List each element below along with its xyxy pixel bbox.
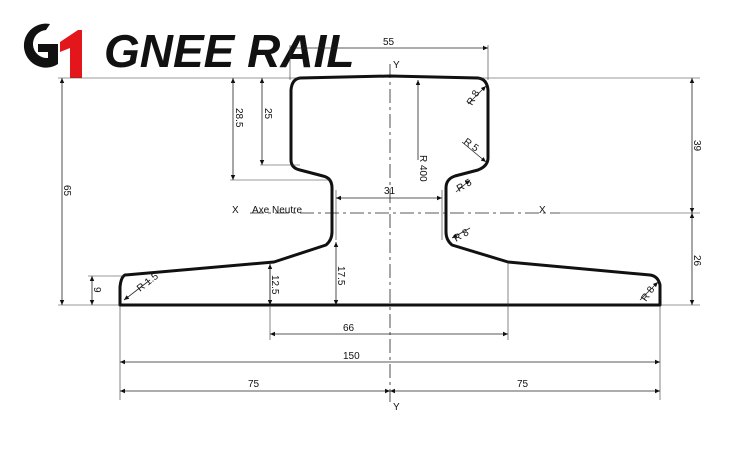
dim-head-radius-label: R 400: [417, 155, 428, 182]
dim-head-width-label: 55: [383, 37, 395, 48]
radius-head-fillet-label: R 5: [461, 136, 480, 154]
radius-web-lower-label: R 8: [452, 227, 471, 245]
x-axis-label-right: X: [539, 205, 546, 216]
radius-web-upper-label: R 5: [455, 177, 474, 195]
radius-head-fillet-leader: [461, 141, 487, 163]
neutral-axis-label: Axe Neutre: [252, 205, 302, 216]
radius-head-corner-label: R 8: [465, 88, 483, 107]
logo-one-icon: [60, 30, 82, 78]
radius-foot-left-leader: [123, 279, 151, 301]
y-axis-label-bottom: Y: [393, 402, 400, 413]
dim-half-left-label: 75: [248, 379, 260, 390]
dim-overall-height-label: 65: [61, 185, 72, 197]
dim-foot-inner-label: 66: [343, 323, 355, 334]
dim-foot-thickness-label: 12.5: [269, 275, 280, 295]
brand-name: GNEE RAIL: [104, 25, 354, 77]
x-axis-label-left: X: [232, 205, 239, 216]
dim-lower-height-label: 26: [691, 255, 702, 267]
radius-web-lower-leader: [451, 227, 471, 239]
radius-foot-right-leader: [639, 281, 659, 301]
radius-foot-right-label: R 8: [639, 284, 657, 303]
dim-upper-height-label: 39: [691, 140, 702, 152]
radius-head-corner-leader: [467, 85, 487, 105]
y-axis-label-top: Y: [393, 60, 400, 71]
dim-head-depth-a-label: 28.5: [233, 108, 244, 128]
dim-web-base-label: 17.5: [335, 266, 346, 286]
logo: [23, 23, 82, 78]
rail-profile-outline: [118, 74, 662, 307]
dim-base-width-label: 150: [343, 351, 360, 362]
dim-foot-edge-label: 9: [91, 287, 102, 293]
radius-web-upper-leader: [455, 179, 471, 193]
dim-web-thickness-label: 31: [384, 186, 396, 197]
dim-half-right-label: 75: [517, 379, 529, 390]
logo-g-icon: [23, 23, 59, 68]
dim-head-depth-b-label: 25: [262, 108, 273, 120]
